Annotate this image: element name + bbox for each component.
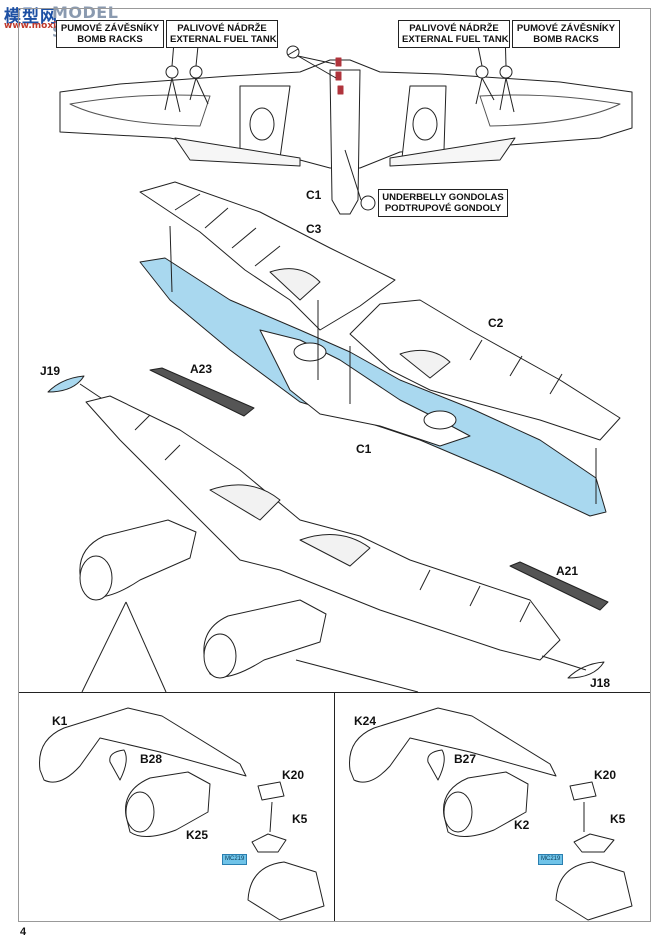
lower-wing-assembly bbox=[85, 395, 561, 661]
callout-fuel-tank-right: PALIVOVÉ NÁDRŽE EXTERNAL FUEL TANK bbox=[398, 20, 510, 48]
mask-tag-right: MC219 bbox=[538, 854, 564, 865]
callout-line: PODTRUPOVÉ GONDOLY bbox=[384, 203, 502, 214]
label-k5-left: K5 bbox=[292, 812, 308, 826]
label-k2: K2 bbox=[514, 818, 530, 832]
callout-line: UNDERBELLY GONDOLAS bbox=[382, 192, 504, 203]
label-a21: A21 bbox=[556, 564, 579, 578]
page-number: 4 bbox=[20, 926, 27, 938]
callout-line: BOMB RACKS bbox=[533, 34, 599, 45]
part-j19 bbox=[47, 375, 85, 393]
part-a21 bbox=[509, 561, 609, 611]
label-c3: C3 bbox=[306, 222, 322, 236]
detail-box-right-art bbox=[349, 707, 633, 921]
label-k1: K1 bbox=[52, 714, 68, 728]
callout-fuel-tank-left: PALIVOVÉ NÁDRŽE EXTERNAL FUEL TANK bbox=[166, 20, 278, 48]
page-frame bbox=[18, 8, 651, 922]
callout-line: PUMOVÉ ZÁVĚSNÍKY bbox=[516, 23, 616, 34]
label-k20-right: K20 bbox=[594, 768, 617, 782]
part-a23 bbox=[149, 367, 255, 417]
detail-box-left-art bbox=[39, 707, 325, 921]
callout-line: EXTERNAL FUEL TANK bbox=[170, 34, 277, 45]
label-j18: J18 bbox=[590, 676, 611, 690]
label-b27: B27 bbox=[454, 752, 477, 766]
label-k24: K24 bbox=[354, 714, 377, 728]
callout-line: PALIVOVÉ NÁDRŽE bbox=[409, 23, 499, 34]
callout-bomb-racks-right: PUMOVÉ ZÁVĚSNÍKY BOMB RACKS bbox=[512, 20, 620, 48]
upper-wing-c2 bbox=[349, 299, 621, 441]
label-c1-mid: C1 bbox=[356, 442, 372, 456]
label-a23: A23 bbox=[190, 362, 213, 376]
callout-line: BOMB RACKS bbox=[77, 34, 143, 45]
upper-wing-c3 bbox=[139, 181, 396, 331]
label-k25: K25 bbox=[186, 828, 209, 842]
callout-bomb-racks-left: PUMOVÉ ZÁVĚSNÍKY BOMB RACKS bbox=[56, 20, 164, 48]
watermark-logo: 模型网 bbox=[4, 7, 58, 27]
callout-line: PALIVOVÉ NÁDRŽE bbox=[177, 23, 267, 34]
label-c2: C2 bbox=[488, 316, 504, 330]
mask-tag-left: MC219 bbox=[222, 854, 248, 865]
callout-underbelly-gondolas: UNDERBELLY GONDOLAS PODTRUPOVÉ GONDOLY bbox=[378, 189, 508, 217]
callout-line: PUMOVÉ ZÁVĚSNÍKY bbox=[60, 23, 160, 34]
label-j19: J19 bbox=[40, 364, 61, 378]
label-k20-left: K20 bbox=[282, 768, 305, 782]
lower-wing-c1 bbox=[139, 257, 607, 517]
underside-wing-view bbox=[59, 29, 633, 215]
callout-line: EXTERNAL FUEL TANK bbox=[402, 34, 509, 45]
label-k5-right: K5 bbox=[610, 812, 626, 826]
label-b28: B28 bbox=[140, 752, 163, 766]
label-c1-top: C1 bbox=[306, 188, 322, 202]
watermark-url: www.moxing.net bbox=[4, 21, 90, 31]
